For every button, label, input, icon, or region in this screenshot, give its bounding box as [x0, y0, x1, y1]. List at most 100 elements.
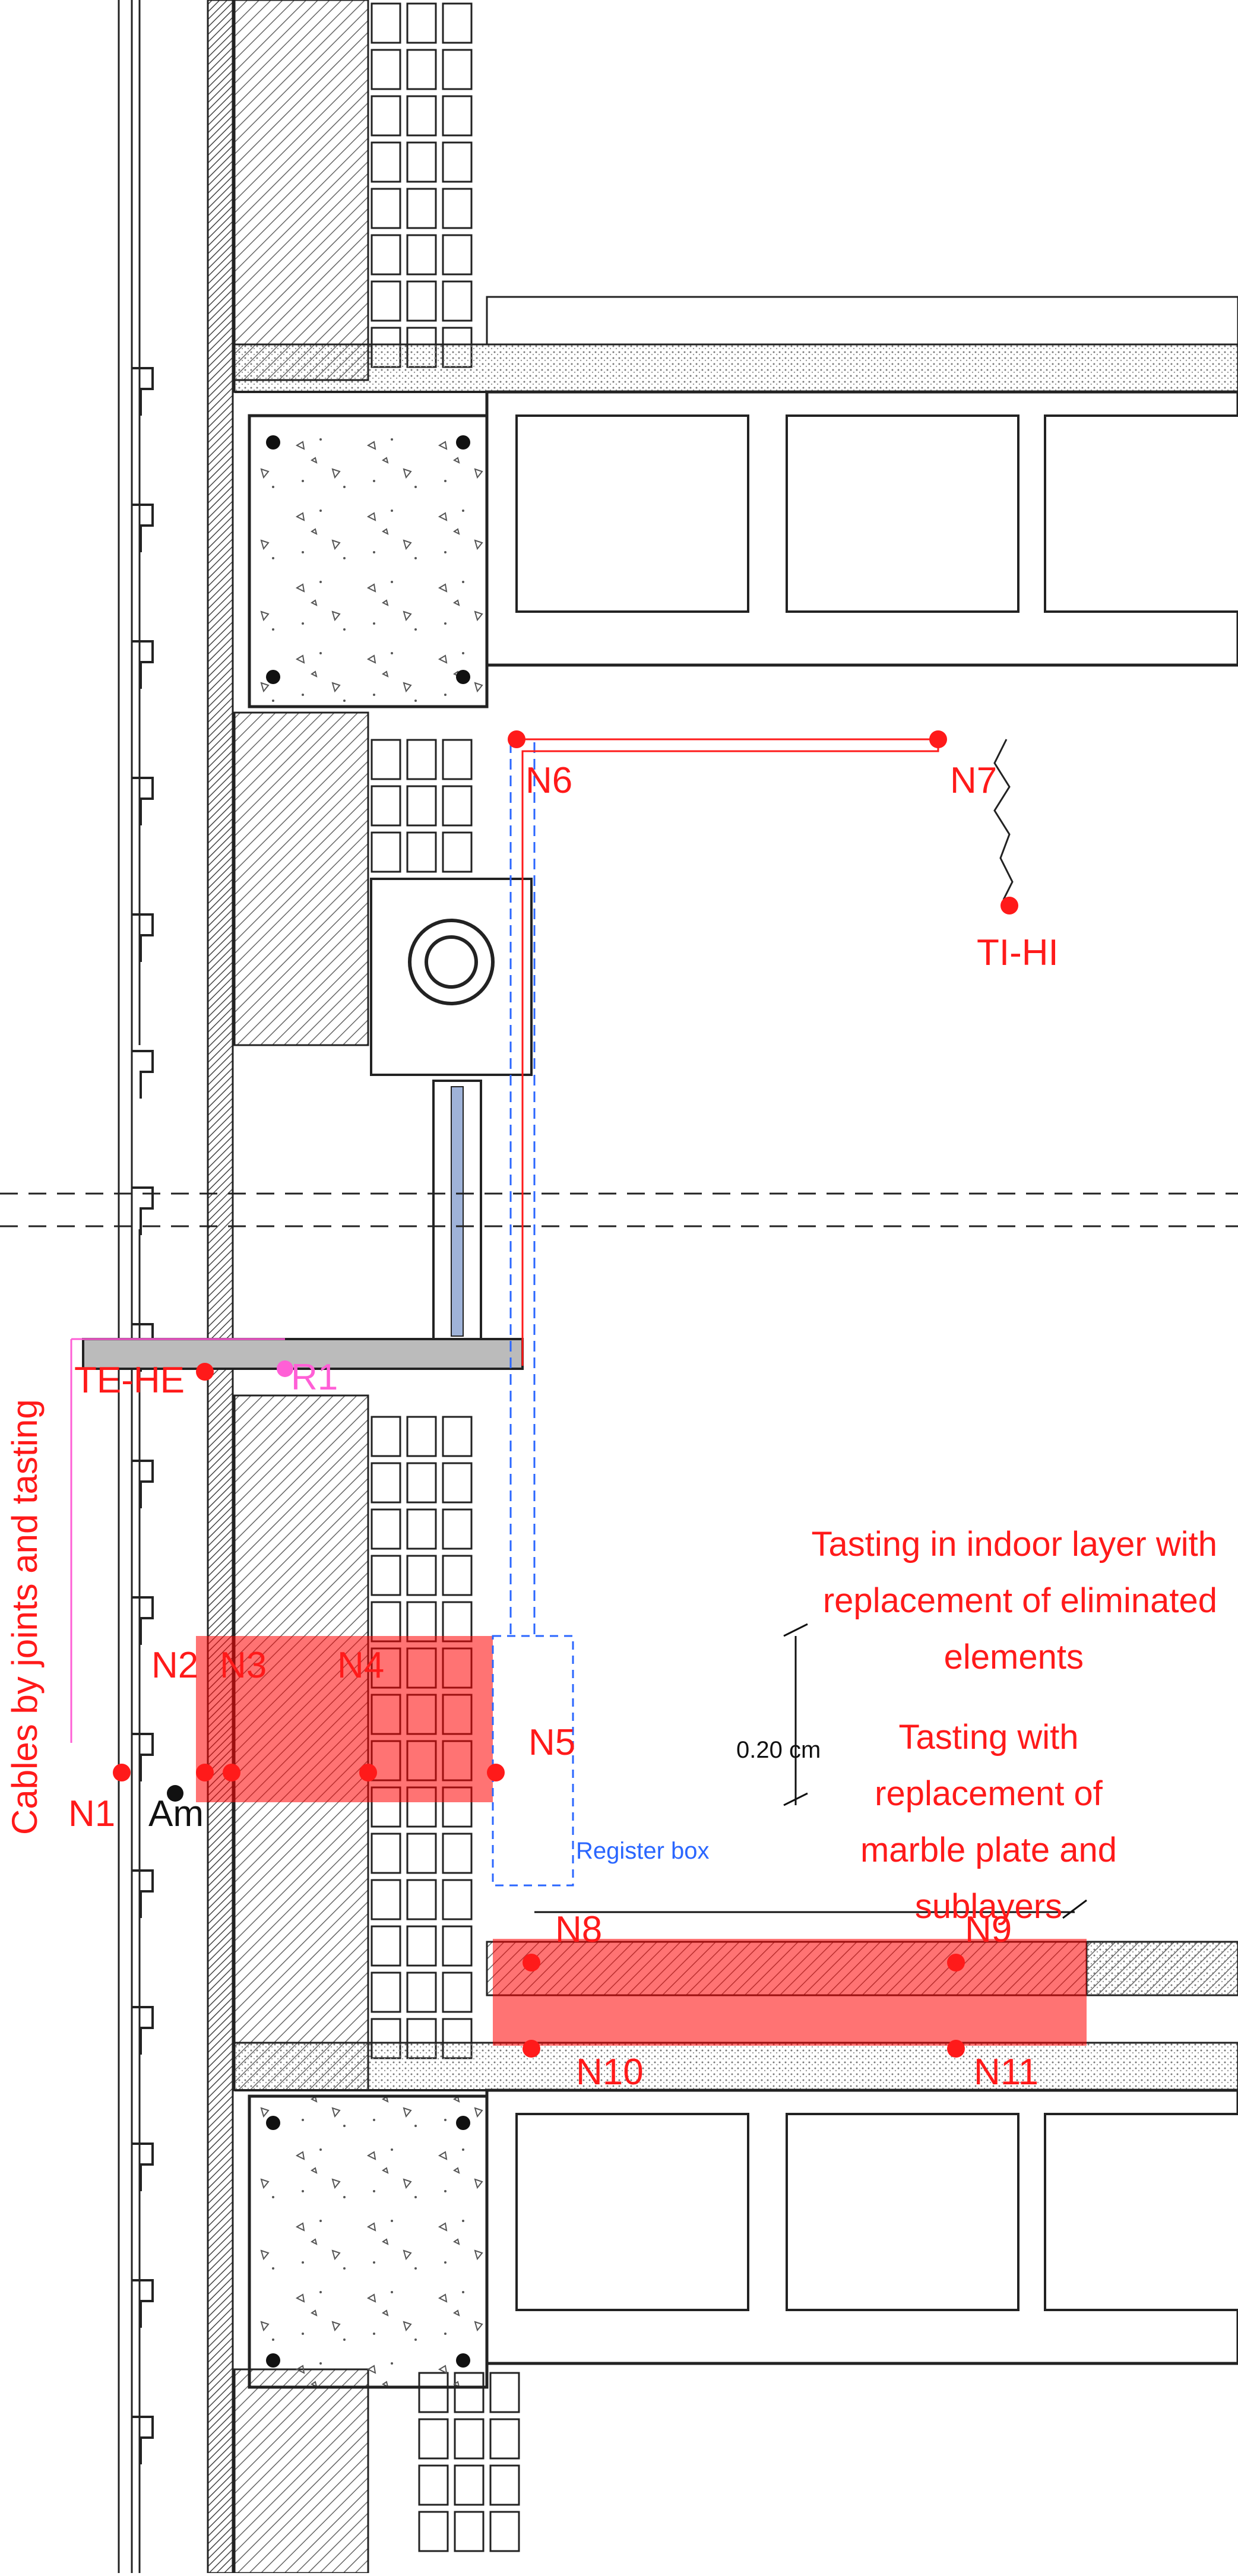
brick-cell: [442, 785, 473, 827]
note-marble: Tasting with replacement of marble plate…: [860, 1718, 1117, 1926]
brick-cell: [406, 739, 437, 780]
brick-cell: [489, 2418, 520, 2460]
brick-cell: [371, 739, 401, 780]
brick-cell: [418, 2464, 449, 2506]
rebar: [266, 435, 280, 450]
cladding-clip: [132, 1460, 154, 1508]
label-register-box: Register box: [576, 1838, 710, 1864]
slab-void: [515, 2113, 749, 2311]
label-r1: R1: [291, 1357, 338, 1398]
label-n9: N9: [965, 1909, 1012, 1950]
brick-cell: [406, 1971, 437, 2013]
hollow-brick-upper: [371, 2, 473, 368]
highlight-wall: [196, 1636, 493, 1802]
brick-cell: [371, 141, 401, 183]
sensor-dot-n5: [487, 1764, 505, 1781]
brick-cell: [442, 188, 473, 229]
label-amb: Am: [148, 1793, 204, 1834]
sensor-dot-n8: [523, 1954, 540, 1971]
brick-cell: [406, 1416, 437, 1457]
concrete-column-upper: [248, 414, 489, 708]
label-t-int: TI-HI: [977, 932, 1059, 973]
brick-cell: [442, 739, 473, 780]
label-n10: N10: [576, 2052, 644, 2093]
slab-void: [1044, 414, 1238, 613]
rebar: [266, 2353, 280, 2368]
cladding-clip: [132, 1869, 154, 1918]
masonry-leaf: [233, 711, 369, 1046]
cladding-clip: [132, 2416, 154, 2464]
cladding-clip: [132, 367, 154, 416]
brick-cell: [442, 1971, 473, 2013]
brick-cell: [371, 1462, 401, 1504]
brick-cell: [371, 1925, 401, 1967]
rebar: [456, 435, 470, 450]
note-indoor-line-1: Tasting in indoor layer with: [812, 1525, 1217, 1564]
cladding-clip: [132, 1596, 154, 1645]
slab-topping: [233, 2042, 1238, 2091]
brick-cell: [371, 2, 401, 44]
rebar: [456, 2116, 470, 2130]
floor-finish-upper: [486, 296, 1238, 346]
label-dimension: 0.20 cm: [736, 1737, 821, 1763]
sensor-dot-t-int: [1000, 897, 1018, 914]
brick-cell: [442, 1833, 473, 1874]
sensor-dot-t-ext: [196, 1363, 214, 1381]
brick-cell: [406, 95, 437, 137]
brick-cell: [371, 234, 401, 276]
brick-cell: [406, 234, 437, 276]
brick-cell: [371, 188, 401, 229]
floor-slab-upper: [233, 343, 1238, 667]
brick-cell: [442, 1879, 473, 1920]
label-cables: Cables by joints and tasting: [5, 1399, 45, 1835]
brick-cell: [442, 280, 473, 322]
label-n1: N1: [68, 1793, 115, 1834]
cladding-clip: [132, 777, 154, 825]
rebar: [456, 670, 470, 684]
brick-cell: [406, 188, 437, 229]
brick-cell: [371, 49, 401, 90]
brick-cell: [371, 1971, 401, 2013]
brick-cell: [442, 49, 473, 90]
rebar: [266, 2116, 280, 2130]
brick-cell: [406, 1601, 437, 1643]
highlight-floor: [493, 1939, 1087, 2046]
brick-cell: [442, 234, 473, 276]
shutter-roll-inner: [425, 935, 478, 989]
brick-cell: [442, 831, 473, 873]
rebar: [456, 2353, 470, 2368]
brick-cell: [371, 1416, 401, 1457]
brick-cell: [406, 785, 437, 827]
note-marble-line-2: replacement of: [875, 1774, 1103, 1813]
note-marble-line-3: marble plate and: [860, 1831, 1117, 1869]
brick-cell: [442, 1508, 473, 1550]
slab-topping: [233, 343, 1238, 393]
cladding-clip: [132, 2143, 154, 2191]
sensor-dot-n1: [113, 1764, 131, 1781]
brick-cell: [418, 2418, 449, 2460]
note-marble-line-4: sublayers: [915, 1887, 1062, 1926]
label-n6: N6: [525, 760, 572, 801]
label-n7: N7: [950, 760, 997, 801]
cladding-clip: [132, 640, 154, 689]
brick-cell: [371, 1508, 401, 1550]
cladding-clip: [132, 913, 154, 962]
brick-cell: [406, 1879, 437, 1920]
dimension-tick: [1062, 1899, 1087, 1919]
note-indoor-line-2: replacement of eliminated: [823, 1581, 1217, 1620]
brick-cell: [454, 2464, 485, 2506]
brick-cell: [371, 1833, 401, 1874]
brick-cell: [406, 2, 437, 44]
brick-cell: [371, 280, 401, 322]
zigzag-leader: [993, 739, 1014, 900]
brick-cell: [442, 1555, 473, 1596]
hollow-brick-bottom: [418, 2372, 520, 2552]
brick-cell: [371, 1601, 401, 1643]
brick-cell: [442, 1416, 473, 1457]
sensor-dot-n3: [223, 1764, 240, 1781]
slab-void: [1044, 2113, 1238, 2311]
brick-cell: [371, 1555, 401, 1596]
cladding-clip: [132, 1733, 154, 1781]
sensor-dot-n6: [508, 730, 525, 748]
